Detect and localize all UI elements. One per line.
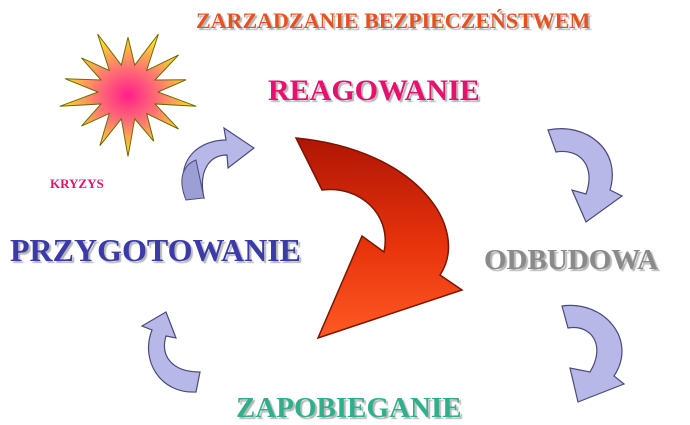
stage-odbudowa: ODBUDOWA xyxy=(484,244,659,276)
crisis-starburst-icon xyxy=(59,33,197,157)
big-curved-arrow xyxy=(294,137,464,340)
cycle-arrow-top-left xyxy=(181,126,256,201)
cycle-arrow-right-upper xyxy=(547,128,624,223)
cycle-arrow-right-lower xyxy=(561,304,626,403)
crisis-label: KRYZYS xyxy=(50,176,104,191)
stage-przygotowanie: PRZYGOTOWANIE xyxy=(10,232,302,268)
stage-zapobieganie: ZAPOBIEGANIE xyxy=(236,392,462,424)
cycle-arrow-left-lower xyxy=(140,311,201,393)
stage-reagowanie: REAGOWANIE xyxy=(268,74,480,107)
diagram-title: ZARZADZANIE BEZPIECZEŃSTWEM xyxy=(196,8,591,33)
